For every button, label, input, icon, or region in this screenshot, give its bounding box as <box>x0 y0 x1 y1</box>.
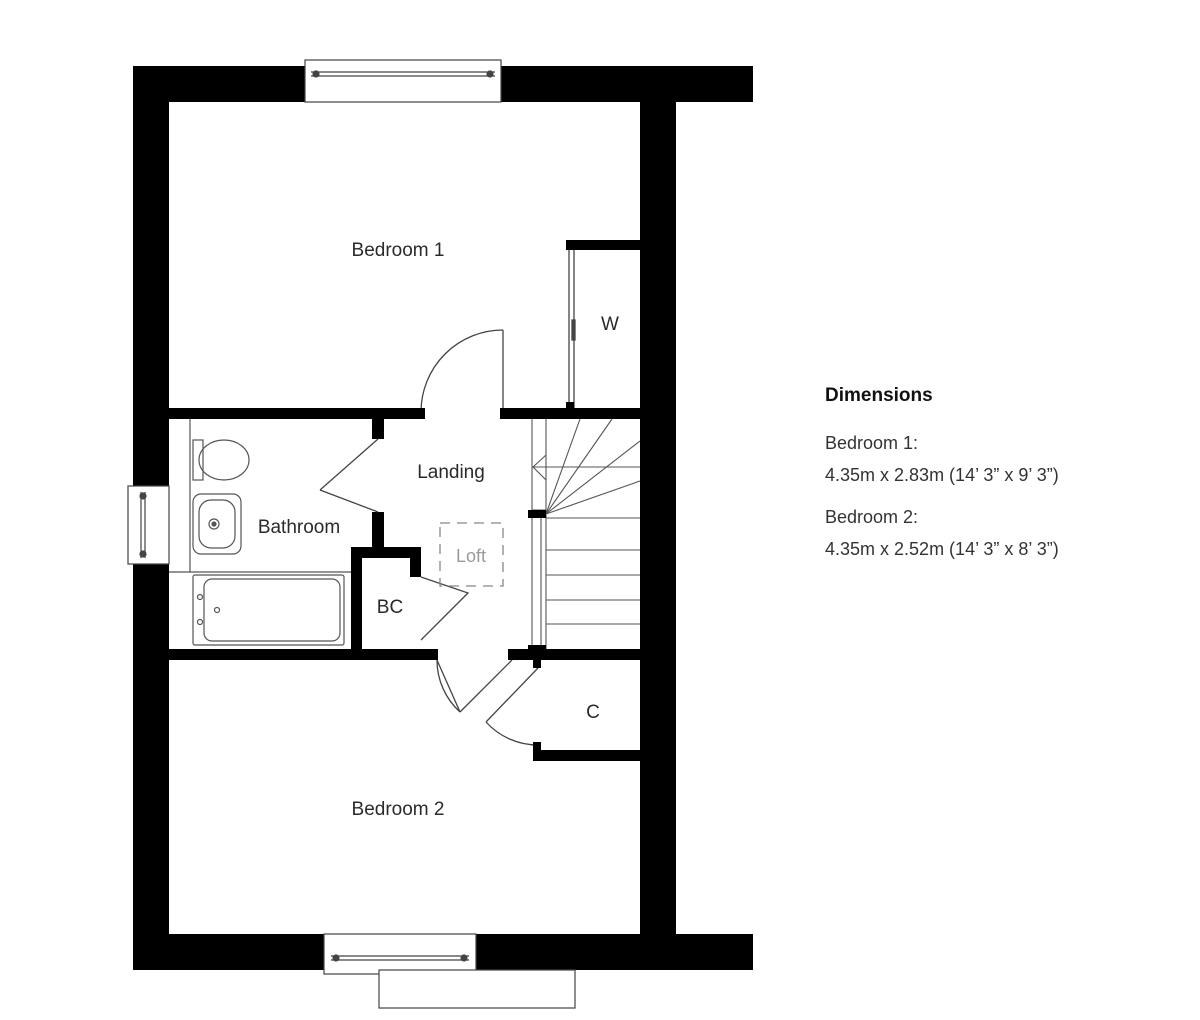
bedroom-1-label: Bedroom 1 <box>352 240 445 261</box>
loft-hatch <box>439 522 504 587</box>
dimension-size-2: 4.35m x 2.52m (14’ 3” x 8’ 3”) <box>825 539 1059 559</box>
door-hinges <box>418 402 574 750</box>
wardrobe-label: W <box>601 314 619 335</box>
stair-newel-bottom <box>528 645 546 653</box>
boiler-cupboard-label: BC <box>377 597 403 618</box>
dimension-size-1: 4.35m x 2.83m (14’ 3” x 9’ 3”) <box>825 465 1059 485</box>
bathroom-label: Bathroom <box>258 517 340 538</box>
stair-newel <box>528 510 546 518</box>
outer-walls <box>133 66 753 970</box>
dimensions-heading: Dimensions <box>825 385 933 406</box>
staircase <box>531 418 641 649</box>
loft-label: Loft <box>456 546 486 566</box>
dimensions-panel: Dimensions Bedroom 1: 4.35m x 2.83m (14’… <box>825 383 1165 575</box>
cupboard-label: C <box>586 702 600 723</box>
dimension-room-1: Bedroom 1: <box>825 433 919 453</box>
window-bottom <box>323 933 576 1009</box>
window-bathroom <box>127 485 170 565</box>
window-top <box>304 59 502 103</box>
bedroom-2-label: Bedroom 2 <box>352 799 445 820</box>
landing-label: Landing <box>417 462 485 483</box>
dimension-room-2: Bedroom 2: <box>825 507 919 527</box>
internal-walls <box>169 240 640 761</box>
doors <box>319 250 576 746</box>
bathroom-fixtures <box>169 419 351 646</box>
